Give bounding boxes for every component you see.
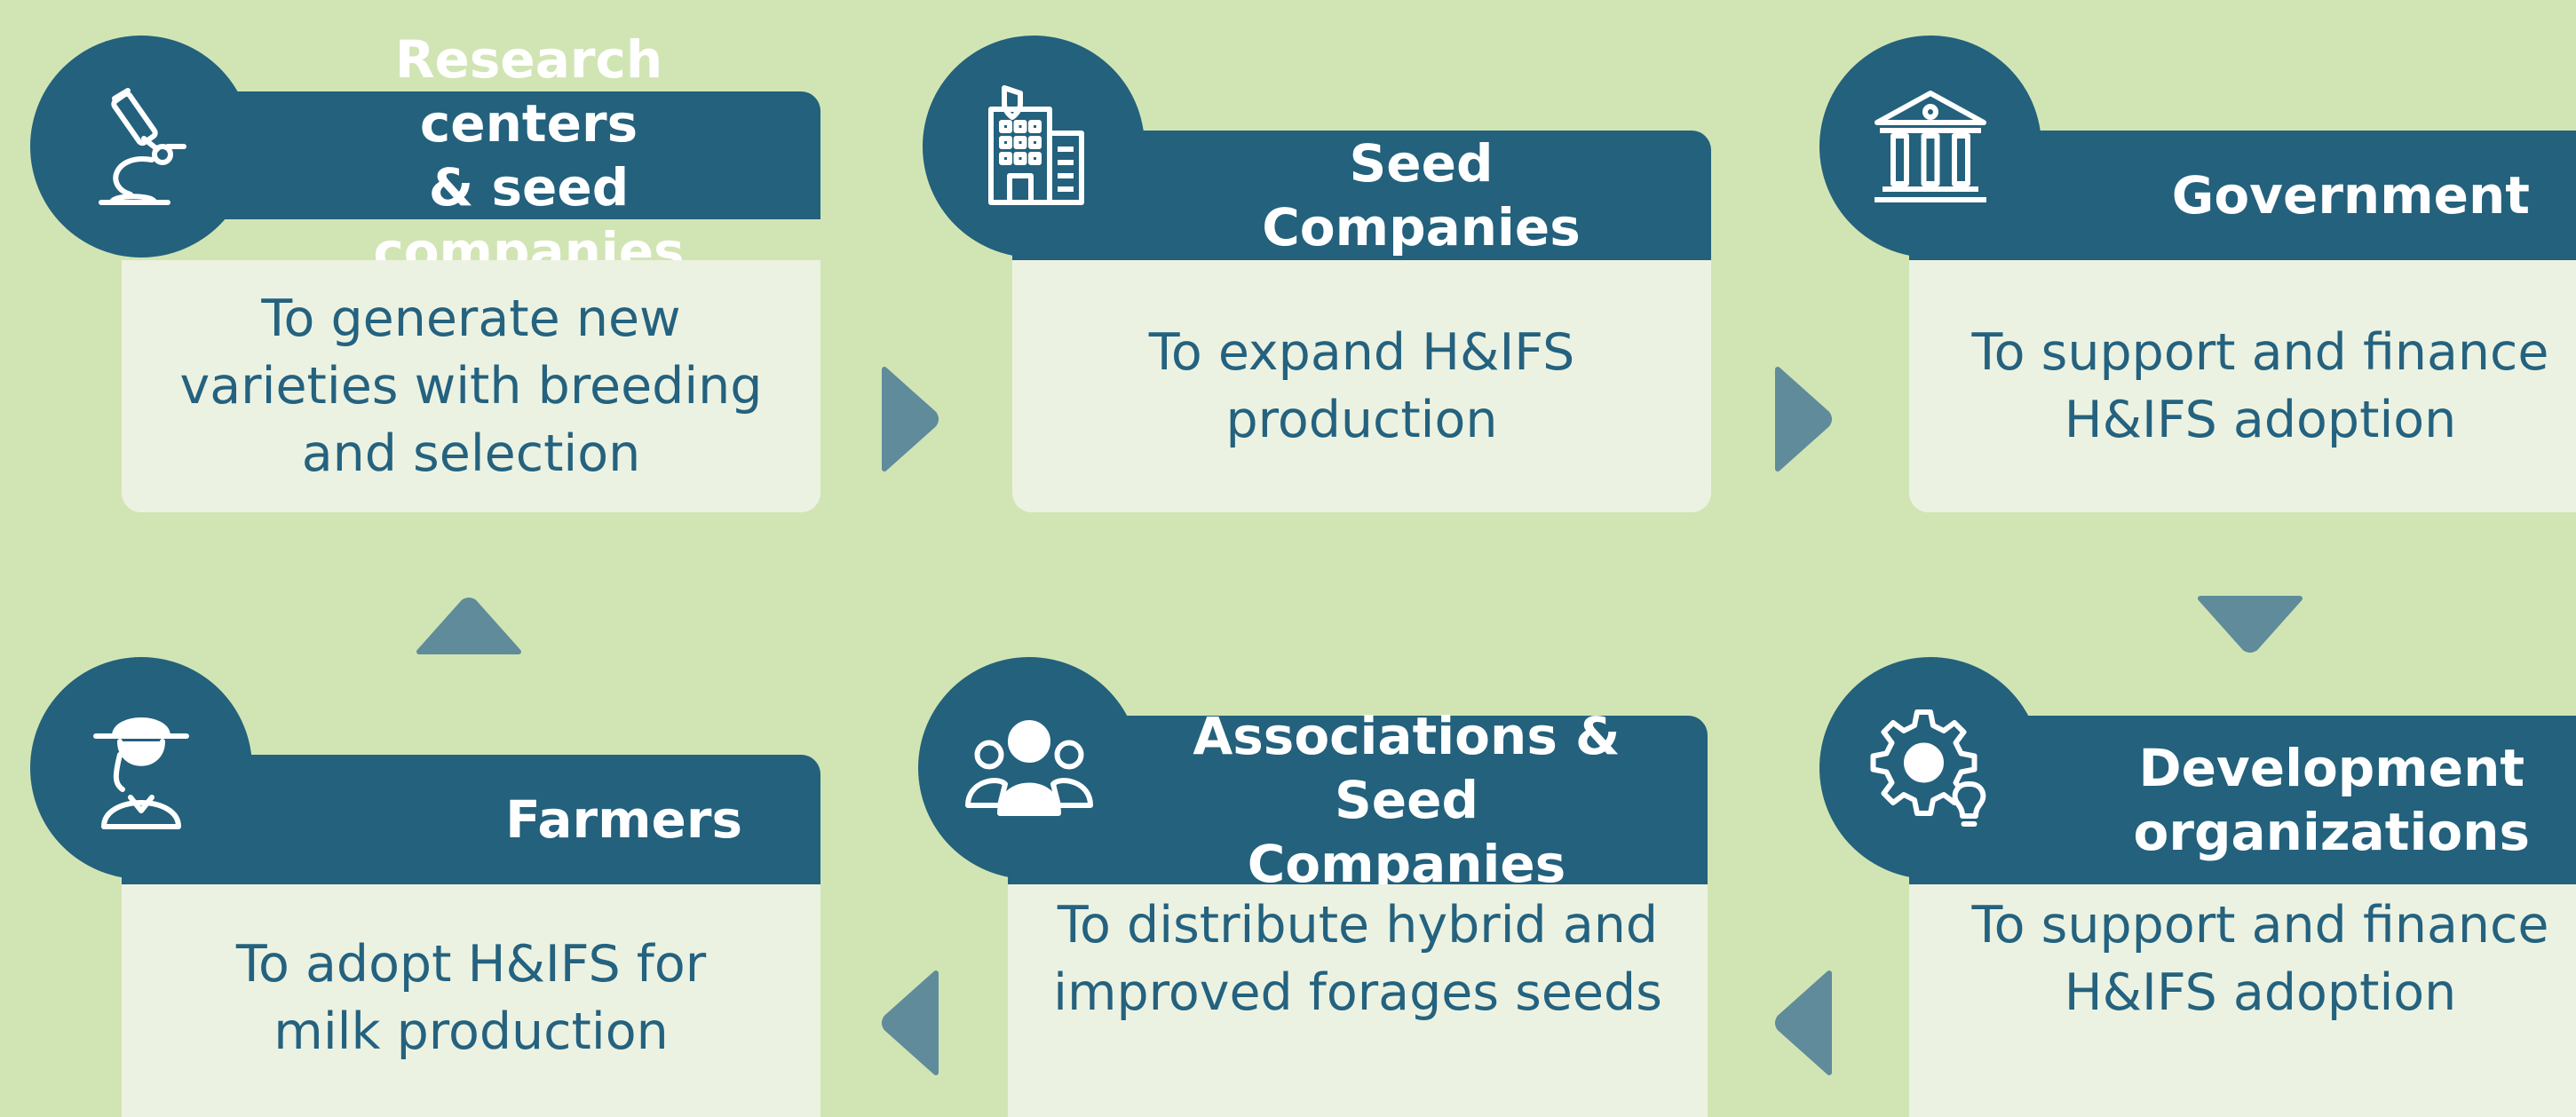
- arrow-left-icon: [1775, 970, 1832, 1075]
- node-government: Government To support and finance H&IFS …: [1909, 131, 2576, 512]
- badge-research: [30, 36, 252, 257]
- farmer-icon: [30, 657, 252, 879]
- node-title-line: Research centers: [394, 29, 663, 154]
- node-seed-companies: Seed Companies To expand H&IFS productio…: [1012, 131, 1711, 512]
- node-research: Research centers & seed companies To gen…: [122, 29, 820, 512]
- node-title-line: Associations &: [1193, 706, 1621, 766]
- badge-seed-companies: [923, 36, 1145, 257]
- badge-farmers: [30, 657, 252, 879]
- arrow-down-icon: [2198, 596, 2303, 653]
- node-description: To distribute hybrid and improved forage…: [1008, 884, 1708, 1117]
- node-description-line: varieties with breeding: [179, 357, 763, 416]
- arrow-left-icon: [882, 970, 939, 1075]
- people-group-icon: [918, 657, 1140, 879]
- node-description: To expand H&IFS production: [1012, 260, 1711, 512]
- node-title: Associations & Seed Companies: [1185, 704, 1628, 896]
- node-title: Farmers: [505, 789, 742, 850]
- node-description: To generate new varieties with breeding …: [122, 260, 820, 512]
- node-description: To support and finance H&IFS adoption: [1909, 884, 2576, 1117]
- arrow-right-icon: [882, 367, 939, 471]
- arrow-up-icon: [416, 598, 521, 654]
- node-description-line: H&IFS adoption: [2064, 963, 2457, 1022]
- badge-government: [1819, 36, 2041, 257]
- node-title-line: organizations: [2133, 802, 2530, 862]
- gear-lightbulb-icon: [1819, 657, 2041, 879]
- node-description-line: H&IFS adoption: [2064, 391, 2457, 449]
- badge-development: [1819, 657, 2041, 879]
- office-building-icon: [923, 36, 1145, 257]
- node-description-line: improved forages seeds: [1053, 963, 1662, 1022]
- node-description-line: To generate new: [261, 289, 681, 348]
- node-description-line: To support and finance: [1971, 323, 2549, 382]
- badge-associations: [918, 657, 1140, 879]
- node-title: Development organizations: [2134, 736, 2530, 864]
- government-building-icon: [1819, 36, 2041, 257]
- node-title: Seed Companies: [1262, 133, 1581, 257]
- node-description-line: milk production: [273, 1002, 669, 1061]
- node-description-line: To adopt H&IFS for: [235, 935, 707, 994]
- node-title: Research centers & seed companies: [299, 28, 758, 283]
- node-title: Government: [2171, 165, 2530, 226]
- node-header: Government: [1909, 131, 2576, 260]
- node-description-line: To support and finance: [1971, 896, 2549, 955]
- node-title-line: Development: [2138, 738, 2525, 798]
- node-description-line: To expand H&IFS: [1148, 323, 1575, 382]
- node-description: To adopt H&IFS for milk production: [122, 884, 820, 1117]
- node-description: To support and finance H&IFS adoption: [1909, 260, 2576, 512]
- node-description-line: and selection: [301, 424, 641, 483]
- microscope-icon: [30, 36, 252, 257]
- node-description-line: production: [1225, 391, 1498, 449]
- node-title-line: Seed Companies: [1247, 770, 1566, 894]
- node-description-line: To distribute hybrid and: [1057, 896, 1659, 955]
- arrow-right-icon: [1775, 367, 1832, 471]
